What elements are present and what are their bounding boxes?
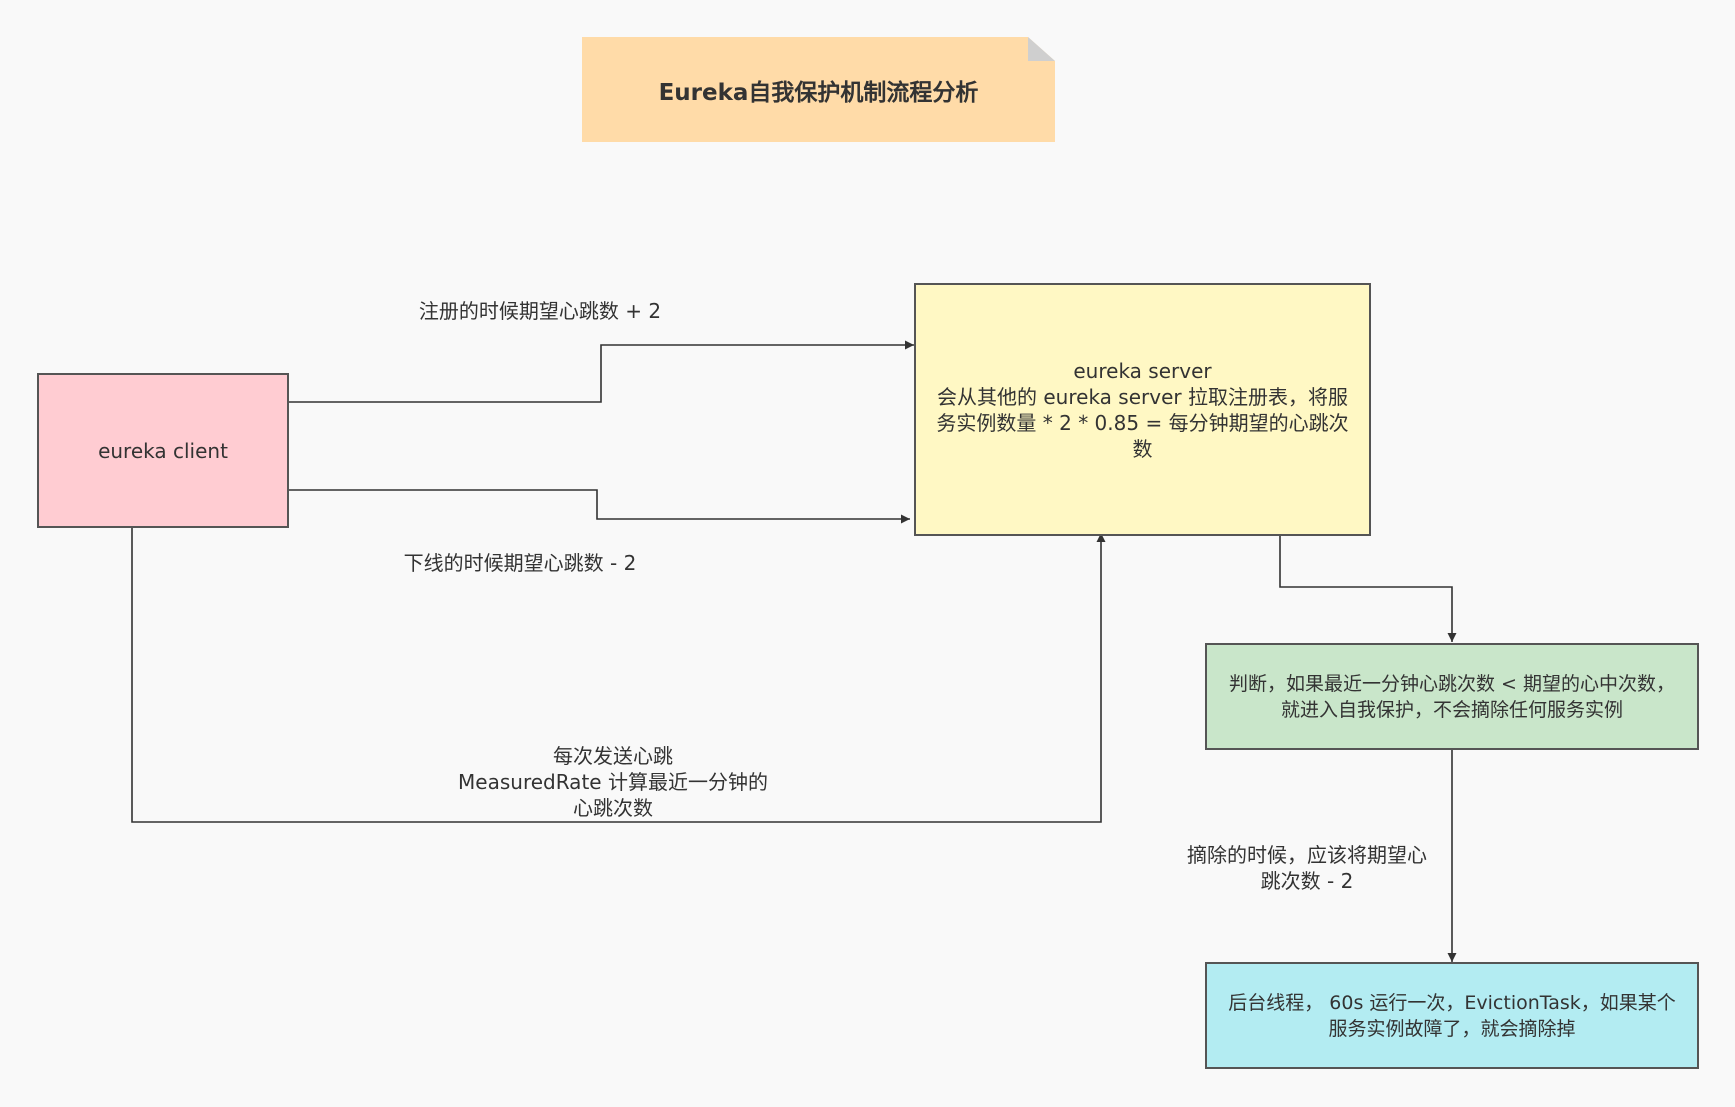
self-protection-check-node: 判断，如果最近一分钟心跳次数 < 期望的心中次数， 就进入自我保护，不会摘除任何… bbox=[1205, 643, 1699, 750]
eviction-task-node: 后台线程， 60s 运行一次，EvictionTask，如果某个 服务实例故障了… bbox=[1205, 962, 1699, 1069]
edge-offline bbox=[288, 489, 910, 524]
edge-register bbox=[288, 340, 914, 403]
edge-heartbeat bbox=[131, 528, 1106, 823]
edge-server-to-check bbox=[1279, 535, 1457, 642]
evict-edge-label: 摘除的时候，应该将期望心 跳次数 - 2 bbox=[1187, 843, 1427, 893]
register-edge-label: 注册的时候期望心跳数 + 2 bbox=[418, 299, 662, 323]
eureka-server-node: eureka server 会从其他的 eureka server 拉取注册表，… bbox=[914, 283, 1371, 536]
heartbeat-edge-label: 每次发送心跳 MeasuredRate 计算最近一分钟的 心跳次数 bbox=[458, 744, 768, 820]
eviction-task-label: 后台线程， 60s 运行一次，EvictionTask，如果某个 服务实例故障了… bbox=[1228, 991, 1676, 1040]
eureka-server-label: eureka server 会从其他的 eureka server 拉取注册表，… bbox=[936, 358, 1349, 461]
offline-edge-label: 下线的时候期望心跳数 - 2 bbox=[403, 551, 637, 575]
eureka-client-label: eureka client bbox=[98, 438, 228, 463]
self-protection-check-label: 判断，如果最近一分钟心跳次数 < 期望的心中次数， 就进入自我保护，不会摘除任何… bbox=[1228, 672, 1675, 721]
diagram-title: Eureka自我保护机制流程分析 bbox=[658, 79, 979, 106]
title-note: Eureka自我保护机制流程分析 bbox=[582, 37, 1055, 142]
eureka-client-node: eureka client bbox=[37, 373, 289, 528]
